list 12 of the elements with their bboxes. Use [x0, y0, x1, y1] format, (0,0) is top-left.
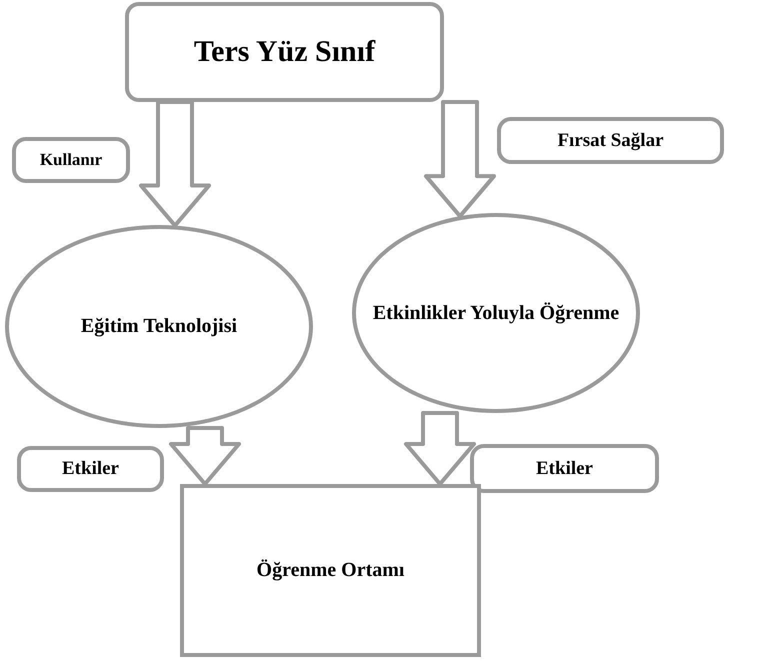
text-box: Ters Yüz Sınıf — [125, 2, 444, 102]
text-box: Etkiler — [470, 444, 659, 493]
text-box: Fırsat Sağlar — [497, 117, 724, 164]
block-arrow — [169, 426, 241, 486]
ellipse-node: Etkinlikler Yoluyla Öğrenme — [352, 213, 640, 413]
text-box: Kullanır — [12, 137, 130, 183]
block-arrow — [139, 100, 211, 228]
block-arrow — [424, 100, 496, 218]
text-box: Öğrenme Ortamı — [180, 484, 481, 657]
text-box: Etkiler — [17, 446, 164, 492]
block-arrow — [404, 411, 476, 486]
ellipse-node: Eğitim Teknolojisi — [5, 225, 313, 428]
